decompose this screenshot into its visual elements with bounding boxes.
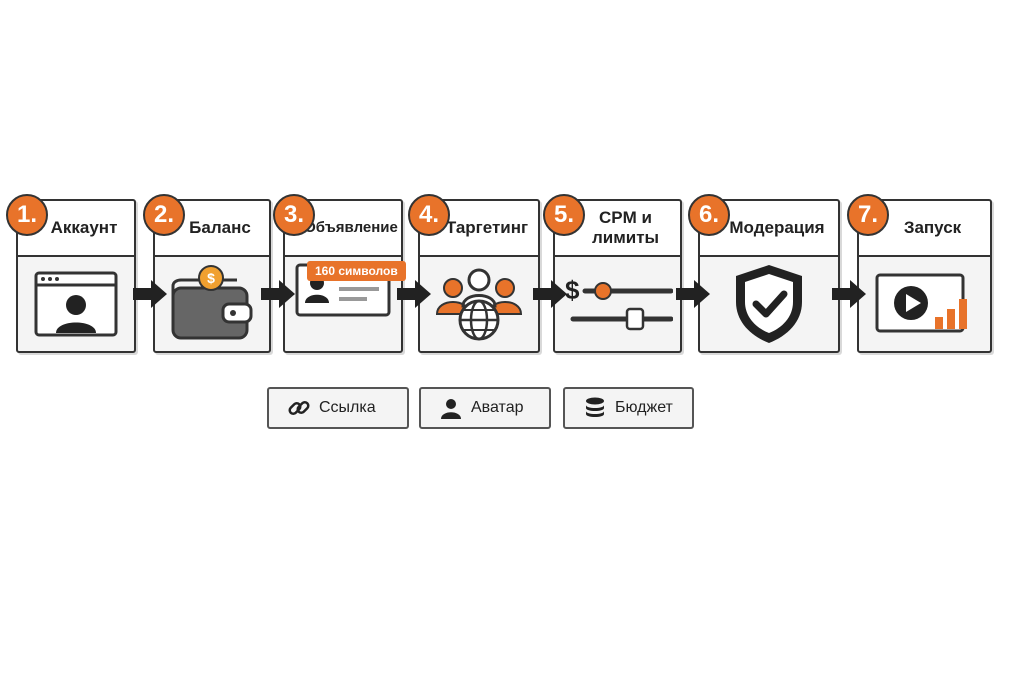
step-cpm-limits: 5. CPM и лимиты $ [543,194,682,353]
link-icon [287,396,311,420]
char-limit-badge: 160 символов [307,261,406,281]
step-title: Запуск [903,218,962,237]
step-number: 2. [143,194,185,236]
svg-text:$: $ [565,275,580,305]
arrow-right-icon [676,280,710,308]
chip-link: Ссылка [267,387,409,429]
step-number: 1. [6,194,48,236]
shield-check-icon [700,257,838,351]
chip-label: Бюджет [615,399,673,416]
arrow-right-icon [533,280,567,308]
arrow-right-icon [832,280,866,308]
step-title: Таргетинг [445,218,529,237]
user-browser-icon [18,257,134,351]
arrow-right-icon [397,280,431,308]
step-targeting: 4. Таргетинг [408,194,540,353]
step-number: 4. [408,194,450,236]
user-icon [439,396,463,420]
play-chart-icon [859,257,990,351]
step-launch: 7. Запуск [847,194,992,353]
step-ad: 3. Объявление 160 символов [273,194,406,353]
chip-budget: Бюджет [563,387,694,429]
chip-avatar: Аватар [419,387,551,429]
chip-label: Аватар [471,399,524,416]
coins-stack-icon [583,396,607,420]
step-number: 3. [273,194,315,236]
step-title: Модерация [729,218,825,237]
step-number: 7. [847,194,889,236]
step-balance: 2. Баланс $ [143,194,271,353]
step-moderation: 6. Модерация [688,194,840,353]
step-title: Аккаунт [50,218,118,237]
wallet-coin-icon: $ [155,257,269,351]
step-title: CPM и лимиты [591,208,660,247]
chip-label: Ссылка [319,399,376,416]
step-number: 6. [688,194,730,236]
svg-text:$: $ [207,270,215,286]
arrow-right-icon [261,280,295,308]
step-title: Объявление [304,219,398,236]
step-title: Баланс [189,218,251,237]
step-number: 5. [543,194,585,236]
price-sliders-icon: $ [555,257,680,351]
arrow-right-icon [133,280,167,308]
audience-globe-icon [420,257,538,351]
step-account: 1. Аккаунт [6,194,136,353]
